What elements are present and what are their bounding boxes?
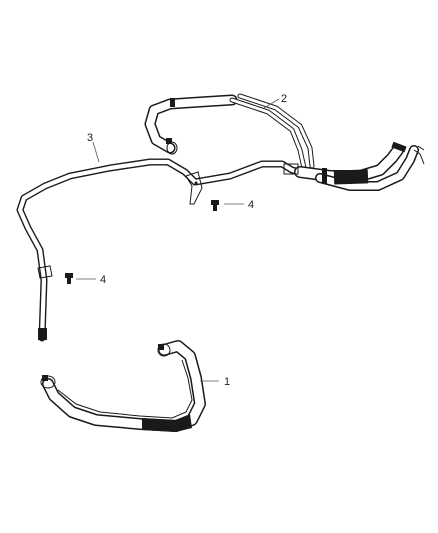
bolt-icon-upper: [211, 200, 219, 211]
part-3-tube: [16, 158, 304, 342]
callout-3: 3: [87, 132, 93, 144]
hose-sleeve: [333, 169, 369, 185]
hose-clamp-right-2: [391, 141, 407, 153]
hose-sleeve-lower: [142, 414, 192, 432]
callout-2: 2: [281, 93, 287, 105]
hose-clamp-right-1: [322, 168, 327, 184]
leader-line-2: [263, 98, 280, 109]
callout-4-upper: 4: [248, 199, 254, 211]
hose-clamp-upper: [166, 138, 178, 155]
bolt-icon-lower: [65, 273, 73, 284]
hose-clamp-top: [170, 98, 175, 107]
hose-clamp-top-right: [157, 343, 171, 357]
callout-1: 1: [224, 376, 230, 388]
junction-fitting: [283, 163, 299, 175]
part-1-hose: [40, 340, 206, 432]
leader-line-3: [92, 141, 100, 163]
part-2-hose: [144, 93, 425, 191]
hose-clamp-left: [40, 375, 56, 389]
tube-end-fitting: [38, 328, 47, 340]
callout-4-lower: 4: [100, 274, 106, 286]
